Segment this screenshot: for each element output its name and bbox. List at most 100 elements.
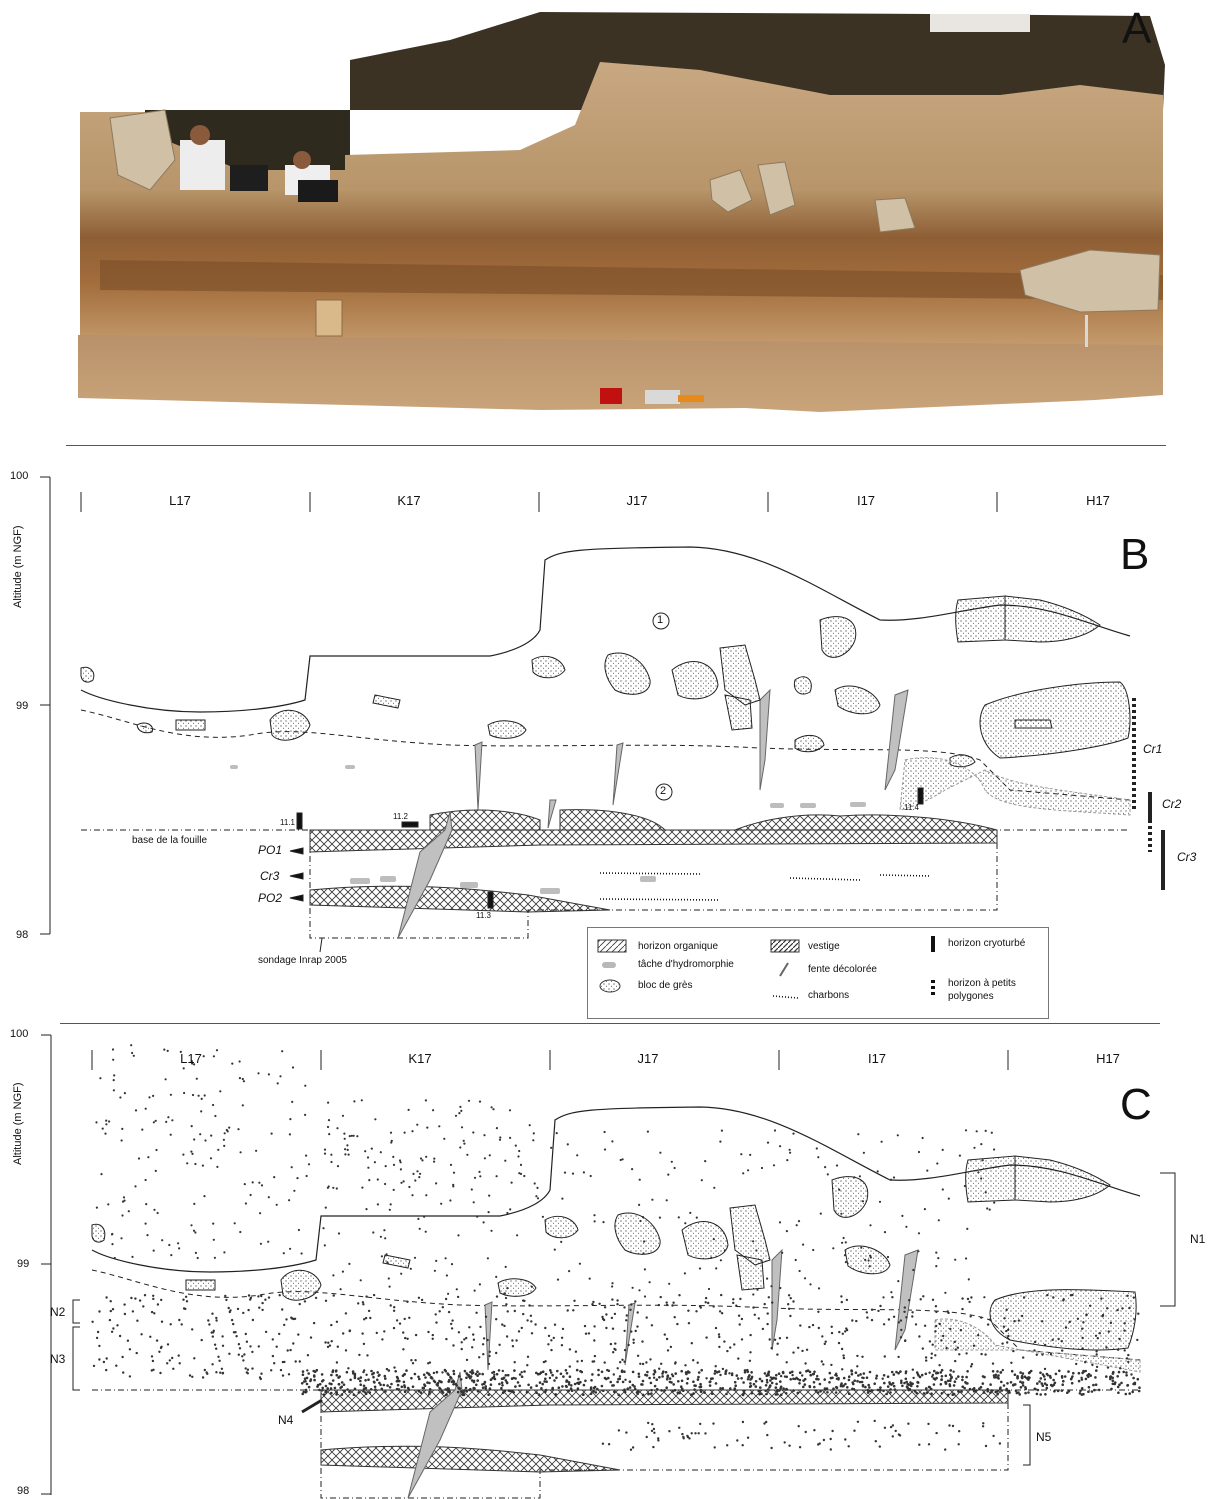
artefact-dot	[857, 1133, 860, 1136]
artefact-dot	[538, 1372, 541, 1376]
artefact-dot	[476, 1215, 479, 1218]
artefact-dot	[602, 1221, 605, 1224]
artefact-dot	[529, 1386, 533, 1389]
artefact-dot	[630, 1330, 633, 1333]
artefact-dot	[134, 1185, 137, 1188]
artefact-dot	[544, 1372, 548, 1376]
artefact-dot	[298, 1360, 301, 1363]
artefact-dot	[798, 1269, 801, 1273]
artefact-dot	[203, 1368, 206, 1372]
legend-cryo: horizon cryoturbé	[948, 938, 1026, 949]
artefact-dot	[797, 1220, 801, 1223]
artefact-dot	[1060, 1375, 1064, 1378]
artefact-dot	[890, 1370, 894, 1374]
artefact-dot	[169, 1093, 172, 1096]
artefact-dot	[288, 1199, 291, 1202]
artefact-dot	[802, 1243, 805, 1246]
artefact-dot	[612, 1351, 615, 1354]
legend-organic: horizon organique	[638, 941, 719, 952]
artefact-dot	[501, 1384, 504, 1387]
artefact-dot	[890, 1291, 893, 1294]
artefact-dot	[168, 1243, 171, 1247]
artefact-dot	[530, 1320, 533, 1323]
artefact-dot	[369, 1388, 373, 1391]
artefact-dot	[1137, 1312, 1140, 1315]
artefact-dot	[99, 1077, 102, 1080]
artefact-dot	[130, 1044, 133, 1047]
artefact-dot	[161, 1239, 164, 1242]
artefact-dot	[842, 1236, 845, 1240]
artefact-dot	[719, 1387, 722, 1390]
artefact-dot	[986, 1387, 989, 1391]
artefact-dot	[109, 1309, 113, 1313]
artefact-dot	[121, 1355, 124, 1359]
artefact-dot	[251, 1367, 254, 1370]
artefact-dot	[332, 1186, 335, 1189]
artefact-dot	[854, 1371, 858, 1374]
artefact-dot	[692, 1392, 695, 1395]
artefact-dot	[1012, 1349, 1015, 1353]
artefact-dot	[697, 1432, 700, 1435]
panel-c-square-h17: H17	[1096, 1051, 1120, 1066]
artefact-dot	[926, 1169, 929, 1172]
artefact-dot	[932, 1377, 936, 1380]
artefact-dot	[1013, 1320, 1016, 1323]
artefact-dot	[935, 1251, 938, 1254]
artefact-dot	[823, 1342, 826, 1346]
artefact-dot	[650, 1392, 653, 1395]
artefact-dot	[930, 1392, 933, 1395]
artefact-dot	[870, 1308, 874, 1311]
artefact-dot	[438, 1125, 441, 1128]
panel-c-tick-100: 100	[10, 1028, 29, 1040]
artefact-dot	[813, 1385, 816, 1389]
artefact-dot	[1098, 1332, 1102, 1335]
artefact-dot	[520, 1375, 524, 1378]
artefact-dot	[330, 1323, 333, 1327]
artefact-dot	[899, 1370, 902, 1373]
artefact-dot	[413, 1372, 417, 1376]
artefact-dot	[696, 1378, 700, 1381]
artefact-dot	[568, 1365, 571, 1368]
artefact-dot	[1022, 1296, 1026, 1299]
artefact-dot	[231, 1062, 234, 1065]
artefact-dot	[822, 1363, 825, 1366]
artefact-dot	[964, 1129, 968, 1132]
artefact-dot	[1027, 1376, 1030, 1379]
artefact-dot	[302, 1380, 306, 1383]
artefact-dot	[389, 1131, 393, 1134]
panel-b-tick-100: 100	[10, 470, 29, 482]
artefact-dot	[488, 1354, 491, 1358]
artefact-dot	[348, 1329, 351, 1333]
artefact-dot	[536, 1197, 540, 1200]
artefact-dot	[819, 1212, 822, 1215]
artefact-dot	[460, 1109, 463, 1112]
artefact-dot	[1087, 1390, 1090, 1393]
artefact-dot	[244, 1367, 247, 1370]
artefact-dot	[370, 1147, 373, 1150]
artefact-dot	[829, 1448, 832, 1451]
artefact-dot	[357, 1302, 360, 1305]
artefact-dot	[754, 1380, 758, 1383]
artefact-dot	[121, 1127, 124, 1130]
artefact-dot	[686, 1435, 690, 1439]
artefact-dot	[639, 1219, 642, 1223]
artefact-dot	[1082, 1321, 1085, 1324]
artefact-dot	[239, 1151, 242, 1154]
artefact-dot	[279, 1368, 283, 1372]
artefact-dot	[749, 1333, 752, 1337]
artefact-dot	[178, 1318, 181, 1322]
artefact-dot	[961, 1385, 964, 1388]
artefact-dot	[597, 1373, 600, 1377]
artefact-dot	[476, 1370, 479, 1373]
artefact-dot	[152, 1094, 155, 1097]
artefact-dot	[802, 1385, 805, 1389]
artefact-dot	[393, 1306, 396, 1309]
artefact-dot	[956, 1346, 959, 1349]
artefact-dot	[215, 1316, 218, 1320]
artefact-dot	[965, 1352, 968, 1355]
artefact-dot	[821, 1335, 824, 1338]
artefact-dot	[379, 1235, 382, 1238]
artefact-dot	[1054, 1372, 1058, 1376]
artefact-dot	[764, 1384, 768, 1387]
artefact-dot	[497, 1369, 501, 1372]
